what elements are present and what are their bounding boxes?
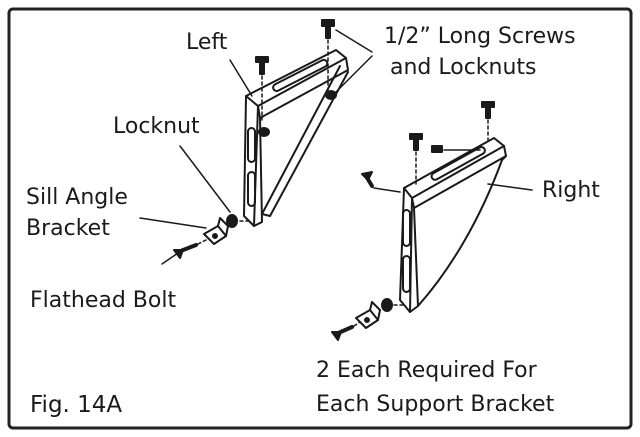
label-required-line1: 2 Each Required For xyxy=(316,358,537,383)
label-screws-line1: 1/2” Long Screws xyxy=(384,24,576,49)
right-support-bracket xyxy=(399,137,507,313)
figure-caption: Fig. 14A xyxy=(30,392,123,418)
left-top-screw xyxy=(255,56,270,137)
left-support-bracket xyxy=(243,49,349,227)
left-upper-screw xyxy=(321,19,337,100)
label-sill-line2: Bracket xyxy=(26,216,110,241)
leader-locknut xyxy=(179,145,231,213)
label-left: Left xyxy=(186,30,228,55)
label-right: Right xyxy=(542,178,600,203)
right-top-screw xyxy=(481,101,495,141)
right-side-screw xyxy=(361,171,401,193)
right-locknut-top xyxy=(431,145,481,153)
leader-left xyxy=(229,59,253,97)
label-required-line2: Each Support Bracket xyxy=(316,392,555,417)
left-sill-angle-bracket xyxy=(203,217,229,245)
label-sill-line1: Sill Angle xyxy=(26,185,128,210)
right-upper-screw xyxy=(409,133,423,185)
label-flathead-bolt: Flathead Bolt xyxy=(30,288,177,313)
label-locknut: Locknut xyxy=(113,114,200,139)
left-locknut xyxy=(226,214,238,228)
leader-flathead xyxy=(161,252,179,265)
label-screws-line2: and Locknuts xyxy=(390,55,537,80)
right-flathead-bolt xyxy=(331,321,361,341)
leader-screws-2 xyxy=(333,55,373,95)
leader-sill-angle xyxy=(139,217,207,229)
leader-screws-1 xyxy=(335,29,373,53)
figure-frame xyxy=(7,7,633,430)
leader-right xyxy=(487,183,533,191)
right-sill-angle-bracket xyxy=(355,301,381,329)
right-locknut xyxy=(381,298,393,312)
left-flathead-bolt xyxy=(173,239,207,259)
